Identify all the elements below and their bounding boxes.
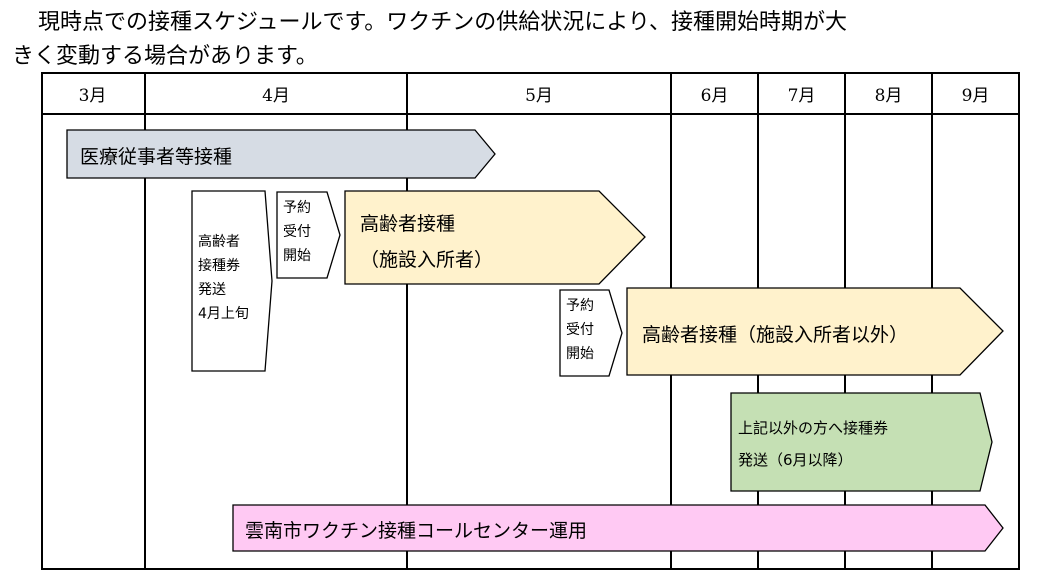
text-line: 受付: [566, 322, 594, 338]
text-line: 予約: [566, 298, 594, 314]
month-header-sep: 9月: [961, 85, 990, 106]
text-line: 発送: [198, 282, 226, 298]
month-header-may: 5月: [525, 85, 553, 106]
text-line: 発送（6月以降）: [738, 451, 853, 469]
medical-label: 医療従事者等接種: [80, 146, 233, 168]
column-divider: [406, 72, 408, 570]
text-line: 4月上旬: [198, 306, 249, 322]
text-line: 開始: [566, 346, 594, 362]
ticket-elderly-arrow: [191, 190, 273, 372]
month-header-jul: 7月: [787, 85, 816, 106]
reservation2-label: 予約 受付 開始: [566, 294, 594, 366]
month-header-apr: 4月: [262, 85, 290, 106]
month-header-jun: 6月: [700, 85, 729, 106]
elderly-other-arrow: [626, 287, 1004, 376]
intro-line-2: きく変動する場合があります。: [12, 44, 318, 69]
call-center-arrow: [232, 504, 1004, 552]
reservation1-arrow: [276, 191, 341, 279]
elderly-other-label: 高齢者接種（施設入所者以外）: [642, 324, 909, 346]
text-line: 接種券: [198, 258, 240, 274]
text-line: 開始: [283, 248, 311, 264]
reservation2-arrow: [559, 289, 623, 377]
text-line: （施設入所者）: [360, 249, 494, 271]
header-divider: [41, 113, 1020, 115]
others-ticket-arrow: [730, 392, 993, 492]
others-ticket-label: 上記以外の方へ接種券 発送（6月以降）: [738, 412, 888, 476]
text-line: 予約: [283, 200, 311, 216]
schedule-table: [41, 72, 1020, 570]
month-header-mar: 3月: [78, 85, 107, 106]
text-line: 高齢者接種: [360, 213, 456, 235]
call-center-label: 雲南市ワクチン接種コールセンター運用: [245, 520, 588, 542]
month-header-aug: 8月: [874, 85, 903, 106]
elderly-facility-arrow: [344, 190, 646, 285]
column-divider: [144, 72, 146, 570]
text-line: 受付: [283, 224, 311, 240]
medical-arrow: [66, 129, 496, 179]
text-line: 上記以外の方へ接種券: [738, 419, 889, 437]
reservation1-label: 予約 受付 開始: [283, 196, 311, 268]
intro-line-1: 現時点での接種スケジュールです。ワクチンの供給状況により、接種開始時期が大: [38, 10, 847, 35]
text-line: 高齢者: [198, 234, 240, 250]
elderly-facility-label: 高齢者接種 （施設入所者）: [360, 206, 493, 278]
ticket-elderly-label: 高齢者 接種券 発送 4月上旬: [198, 230, 249, 326]
